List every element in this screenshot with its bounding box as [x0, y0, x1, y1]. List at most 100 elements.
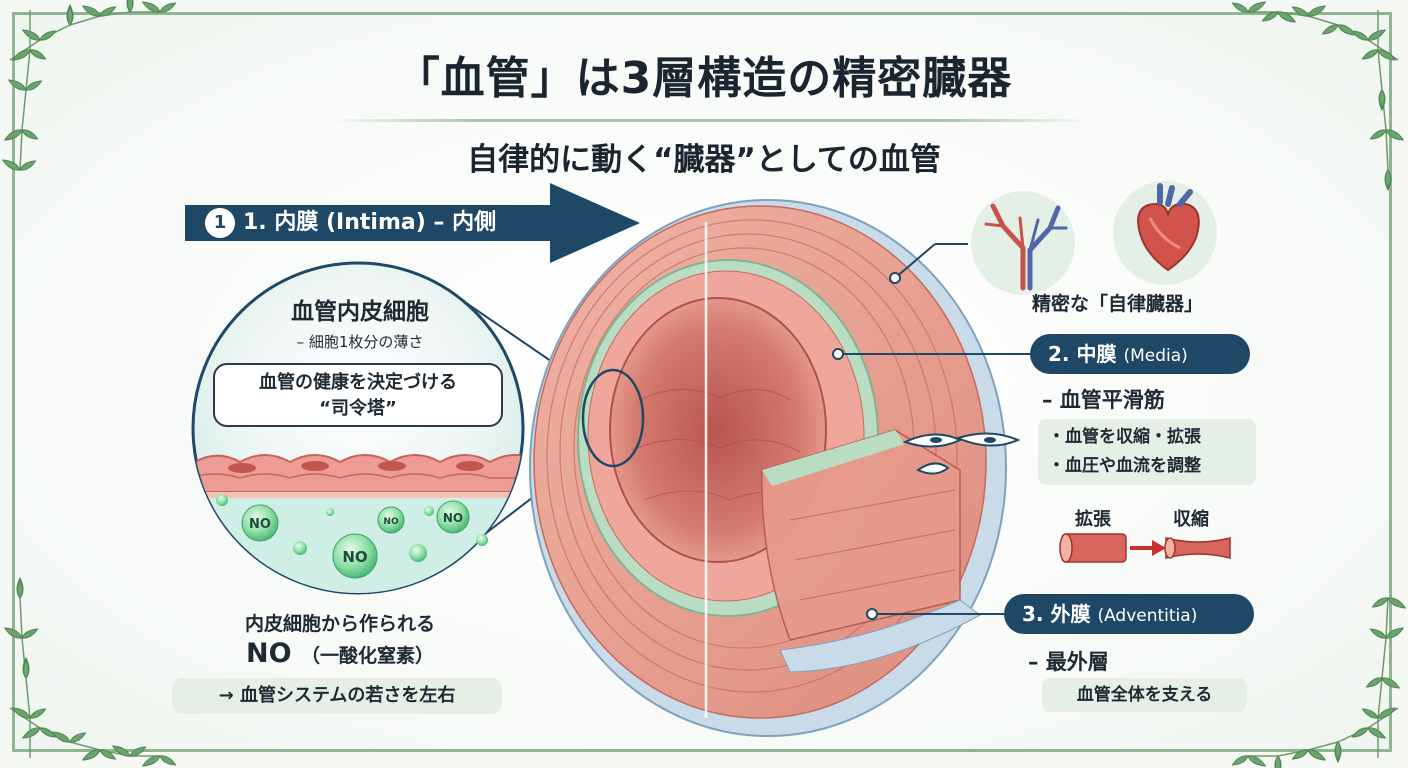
no-bubble-label: NO	[249, 517, 271, 532]
leaf-decoration	[159, 755, 177, 766]
leaf-decoration	[29, 708, 47, 719]
vine-stem	[9, 11, 160, 61]
leaf-decoration	[99, 6, 117, 17]
endothelial-cell-title: 血管内皮細胞	[291, 299, 429, 325]
leaf-decoration	[21, 727, 41, 739]
leaf-decoration	[1247, 1, 1267, 13]
no-bubble-label: NO	[383, 517, 399, 527]
leaf-decoration	[1361, 708, 1379, 719]
no-bubble-label: NO	[443, 511, 463, 525]
contraction-label: 収縮	[1173, 509, 1209, 530]
leaf-decoration	[1381, 677, 1401, 689]
leaf-decoration	[7, 79, 27, 91]
leaf-decoration	[111, 745, 131, 757]
leaf-decoration	[1307, 5, 1327, 17]
leaf-decoration	[1385, 129, 1405, 141]
page-subtitle: 自律的に動く“臓器”としての血管	[467, 142, 941, 178]
adventitia-note-box: 血管全体を支える	[1042, 678, 1247, 712]
vessel-dilation-icon	[1059, 533, 1127, 563]
intima-label-text: 1. 内膜 (Intima) – 内側	[243, 210, 497, 235]
media-label-jp: 2. 中膜	[1048, 342, 1117, 366]
leaf-decoration	[21, 129, 39, 140]
leaf-decoration	[3, 129, 23, 141]
leaf-decoration	[39, 30, 57, 41]
leaf-decoration	[129, 746, 147, 757]
endothelial-cell-subtitle: – 細胞1枚分の薄さ	[296, 333, 424, 351]
leaf-decoration	[1247, 755, 1267, 767]
leaf-decoration	[1371, 597, 1389, 608]
leaf-decoration	[1, 159, 21, 171]
leaf-decoration	[99, 749, 117, 760]
no-bubble-label: NO	[342, 548, 367, 566]
leaf-decoration	[1231, 2, 1249, 13]
leaf-decoration	[1291, 749, 1309, 760]
leaf-decoration	[29, 49, 47, 60]
leaf-decoration	[141, 755, 161, 767]
leaf-decoration	[1369, 628, 1387, 639]
bubble-line-2: “司令塔”	[319, 398, 397, 419]
leaf-decoration	[25, 80, 43, 91]
leaf-decoration	[1365, 677, 1383, 688]
media-function-box: ・血管を収縮・拡張 ・血圧や血流を調整	[1038, 419, 1256, 485]
commander-speech-bubble: 血管の健康を決定づける “司令塔”	[213, 363, 503, 427]
vine-stem	[1248, 707, 1399, 757]
no-effect-pill: → 血管システムの若さを左右	[172, 678, 502, 714]
leaf-decoration	[3, 627, 23, 639]
leaf-decoration	[1274, 755, 1282, 768]
leaf-decoration	[21, 628, 39, 639]
leaf-decoration	[126, 0, 134, 13]
leaf-decoration	[1367, 727, 1387, 739]
leaf-decoration	[1334, 741, 1342, 762]
leaf-decoration	[1377, 707, 1397, 719]
leaf-decoration	[141, 1, 161, 13]
bubble-line-1: 血管の健康を決定づける	[259, 372, 457, 393]
no-origin-text: 内皮細胞から作られる	[244, 613, 435, 635]
leaf-decoration	[1351, 727, 1369, 738]
adventitia-label-jp: 3. 外膜	[1022, 602, 1091, 626]
media-label-en: (Media)	[1123, 346, 1188, 366]
intima-arrow-banner	[185, 183, 640, 263]
adventitia-label-en: (Adventitia)	[1097, 606, 1198, 626]
leaf-decoration	[1337, 24, 1357, 36]
leaf-decoration	[1378, 89, 1386, 110]
smooth-muscle-cell-icon	[902, 432, 1021, 475]
leaf-decoration	[22, 658, 30, 679]
leaf-decoration	[16, 578, 24, 599]
vessel-contraction-icon	[1164, 537, 1231, 559]
media-label-pill: 2. 中膜 (Media)	[1030, 334, 1250, 374]
media-point-1: ・血管を収縮・拡張	[1048, 427, 1201, 447]
title-divider	[330, 119, 1090, 122]
vessel-tree-icon	[971, 191, 1075, 295]
media-subtitle: – 血管平滑筋	[1042, 388, 1165, 412]
media-point-2: ・血圧や血流を調整	[1048, 456, 1201, 476]
leaf-decoration	[1367, 29, 1387, 41]
no-heading: NO （一酸化窒素）	[180, 638, 500, 669]
leaf-decoration	[81, 5, 101, 17]
leaf-decoration	[21, 29, 41, 41]
leaf-decoration	[81, 749, 101, 761]
leaf-decoration	[1377, 49, 1397, 61]
page-title: 「血管」は3層構造の精密臓器	[395, 53, 1013, 104]
leaf-decoration	[19, 160, 37, 171]
heart-icon	[1113, 181, 1217, 285]
leaf-decoration	[1291, 6, 1309, 17]
leaf-decoration	[1384, 169, 1392, 190]
dilation-to-contraction-arrow	[1130, 540, 1166, 556]
leaf-decoration	[1387, 597, 1407, 609]
adventitia-subtitle: – 最外層	[1028, 650, 1109, 674]
no-main-text: NO	[246, 638, 292, 669]
leaf-decoration	[1369, 129, 1387, 140]
leaf-decoration	[1277, 11, 1297, 23]
autonomous-organ-label: 精密な「自律臓器」	[1032, 293, 1204, 315]
leaf-decoration	[1231, 755, 1249, 766]
leaf-decoration	[1261, 11, 1279, 22]
adventitia-label-pill: 3. 外膜 (Adventitia)	[1004, 594, 1254, 634]
leaf-decoration	[69, 732, 87, 743]
leaf-decoration	[1385, 627, 1405, 639]
leaf-decoration	[51, 731, 71, 743]
dilation-label: 拡張	[1075, 509, 1111, 530]
